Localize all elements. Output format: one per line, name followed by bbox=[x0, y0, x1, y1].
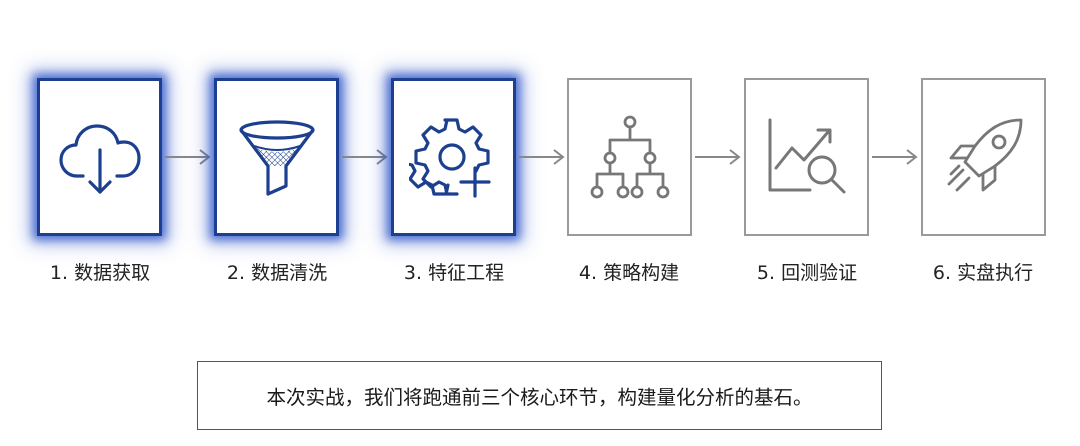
flow-arrow bbox=[519, 149, 565, 165]
flow-arrow bbox=[165, 149, 211, 165]
gear-plus-icon bbox=[408, 112, 499, 202]
step-box-data-acquisition bbox=[37, 78, 162, 236]
funnel-icon bbox=[232, 112, 322, 202]
step-label-live-execution: 6. 实盘执行 bbox=[932, 262, 1034, 284]
step-box-feature-engineering bbox=[391, 78, 516, 236]
rocket-icon bbox=[939, 112, 1029, 202]
caption-text: 本次实战，我们将跑通前三个核心环节，构建量化分析的基石。 bbox=[266, 386, 813, 409]
step-label-strategy-building: 4. 策略构建 bbox=[578, 262, 680, 284]
step-box-backtesting bbox=[744, 78, 869, 236]
cloud-download-icon bbox=[55, 112, 145, 202]
step-label-feature-engineering: 3. 特征工程 bbox=[403, 262, 505, 284]
flow-arrow bbox=[342, 149, 388, 165]
step-box-live-execution bbox=[921, 78, 1046, 236]
flow-arrow bbox=[695, 149, 741, 165]
step-label-backtesting: 5. 回测验证 bbox=[756, 262, 858, 284]
pipeline-flow: 1. 数据获取 2. 数据清 bbox=[37, 78, 1046, 284]
step-label-data-acquisition: 1. 数据获取 bbox=[49, 262, 151, 284]
step-box-data-cleaning bbox=[214, 78, 339, 236]
caption-box: 本次实战，我们将跑通前三个核心环节，构建量化分析的基石。 bbox=[197, 361, 882, 430]
hierarchy-tree-icon bbox=[585, 112, 675, 202]
step-label-data-cleaning: 2. 数据清洗 bbox=[226, 262, 328, 284]
step-box-strategy-building bbox=[567, 78, 692, 236]
flow-arrow bbox=[872, 149, 918, 165]
chart-magnifier-icon bbox=[762, 112, 852, 202]
